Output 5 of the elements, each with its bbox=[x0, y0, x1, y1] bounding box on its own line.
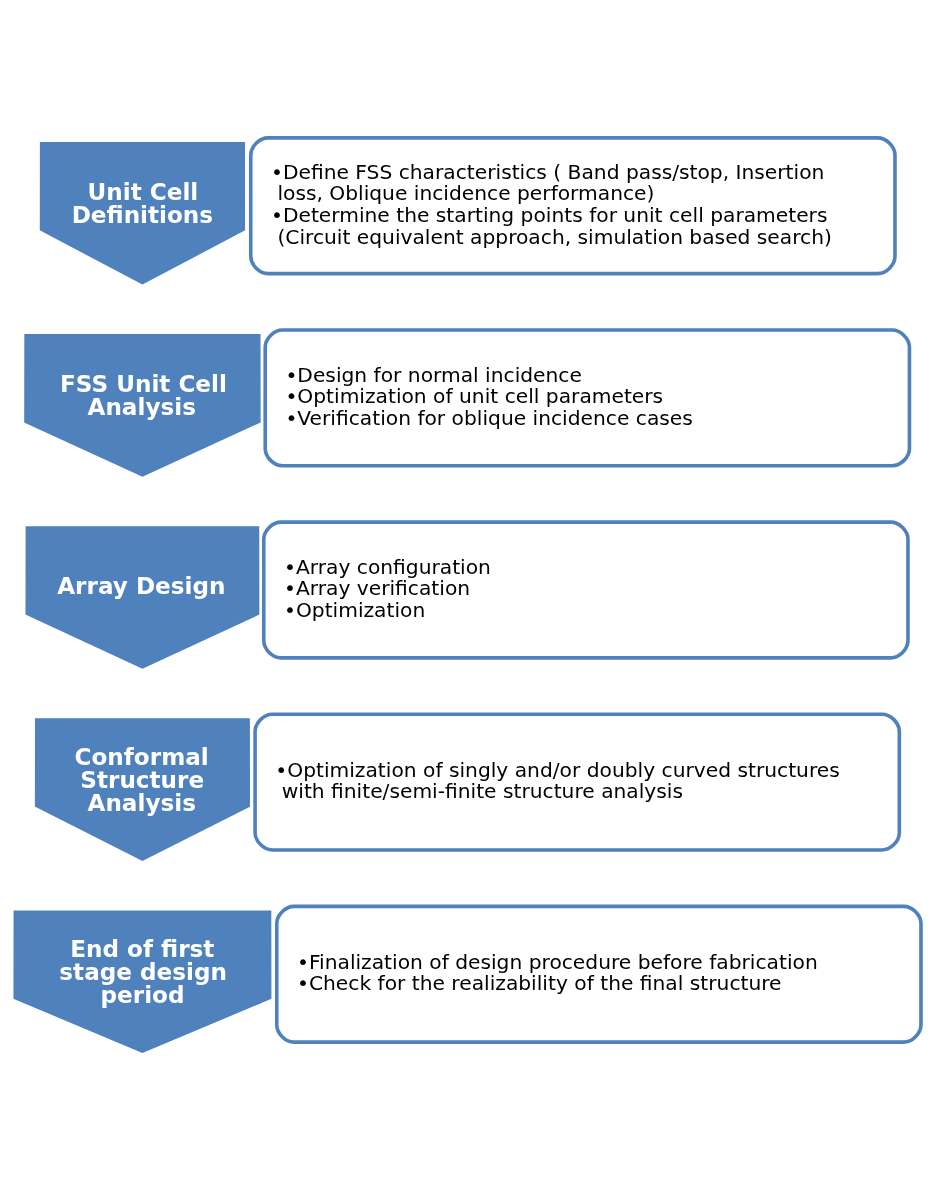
node-box: •Finalization of design procedure before fabrication •Check for the realizability of the final structure bbox=[274, 904, 923, 1044]
node-box: •Optimization of singly and/or doubly curved structures with finite/semi-finite structure analysis bbox=[253, 712, 902, 852]
node-box: •Array configuration •Array verification •Optimization bbox=[261, 520, 910, 660]
node-box: •Design for normal incidence •Optimization of unit cell parameters •Verification for oblique incidence cases bbox=[263, 328, 912, 468]
node-box: •Define FSS characteristics ( Band pass/stop, Insertion loss, Oblique incidence performance) •Determine the starting points for unit cell parameters (Circuit equivalent approach, simulation based search) bbox=[248, 136, 897, 276]
